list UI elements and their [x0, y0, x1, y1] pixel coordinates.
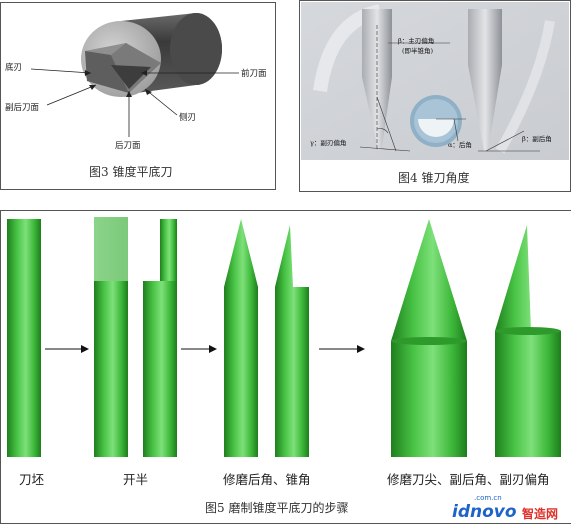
figure-4-panel: β：主刃偏角 (即半锥角) γ：副刃偏角 α：后角 β：副后角 图4 锥刀角度 [299, 0, 571, 192]
tool-final-b [495, 225, 561, 457]
figure-5-panel: 刀坯 开半 修磨后角、锥角 修磨刀尖、副后角、副刃偏角 图5 磨制锥度平底刀的步… [0, 210, 571, 524]
tool-half-a [94, 281, 128, 457]
step-label-half: 开半 [123, 472, 149, 487]
tool-blank [7, 219, 41, 457]
tool-half-b [143, 281, 177, 457]
watermark-brand-cn: 智造网 [522, 507, 559, 521]
tool-cone-b [275, 225, 309, 457]
step-label-blank: 刀坯 [19, 472, 45, 487]
grinding-steps-illustration [7, 217, 561, 457]
figure-3-caption: 图3 锥度平底刀 [89, 165, 173, 179]
label-sub-deflection: γ：副刃偏角 [310, 139, 347, 147]
label-sub-rear-angle: β：副后角 [522, 135, 552, 143]
label-side-edge: 侧刃 [179, 113, 197, 123]
tool-cone-a [224, 219, 258, 457]
site-watermark: .com.cn idnovo 智造网 [452, 494, 568, 522]
label-sub-rear-face: 副后刀面 [5, 103, 40, 113]
label-main-deflection: β：主刃偏角 [398, 37, 435, 45]
step-label-rear-cone: 修磨后角、锥角 [223, 472, 311, 487]
label-front-face: 前刀面 [241, 69, 267, 79]
label-half-cone: (即半锥角) [402, 47, 434, 55]
figure-3-panel: 底刃 前刀面 副后刀面 侧刃 后刀面 图3 锥度平底刀 [0, 2, 276, 190]
tapered-flat-cutter-illustration [30, 13, 239, 137]
label-rear-face: 后刀面 [115, 141, 141, 151]
label-bottom-edge: 底刃 [5, 63, 23, 73]
step-label-tip: 修磨刀尖、副后角、副刃偏角 [387, 472, 550, 487]
label-rear-angle: α：后角 [448, 141, 472, 149]
removed-half [94, 217, 128, 281]
watermark-domain: .com.cn [474, 494, 502, 502]
cone-cutter-angle-illustration [301, 2, 569, 160]
figure-4-caption: 图4 锥刀角度 [398, 171, 470, 185]
watermark-brand: idnovo [452, 502, 517, 522]
figure-5-caption: 图5 磨制锥度平底刀的步骤 [205, 501, 349, 515]
